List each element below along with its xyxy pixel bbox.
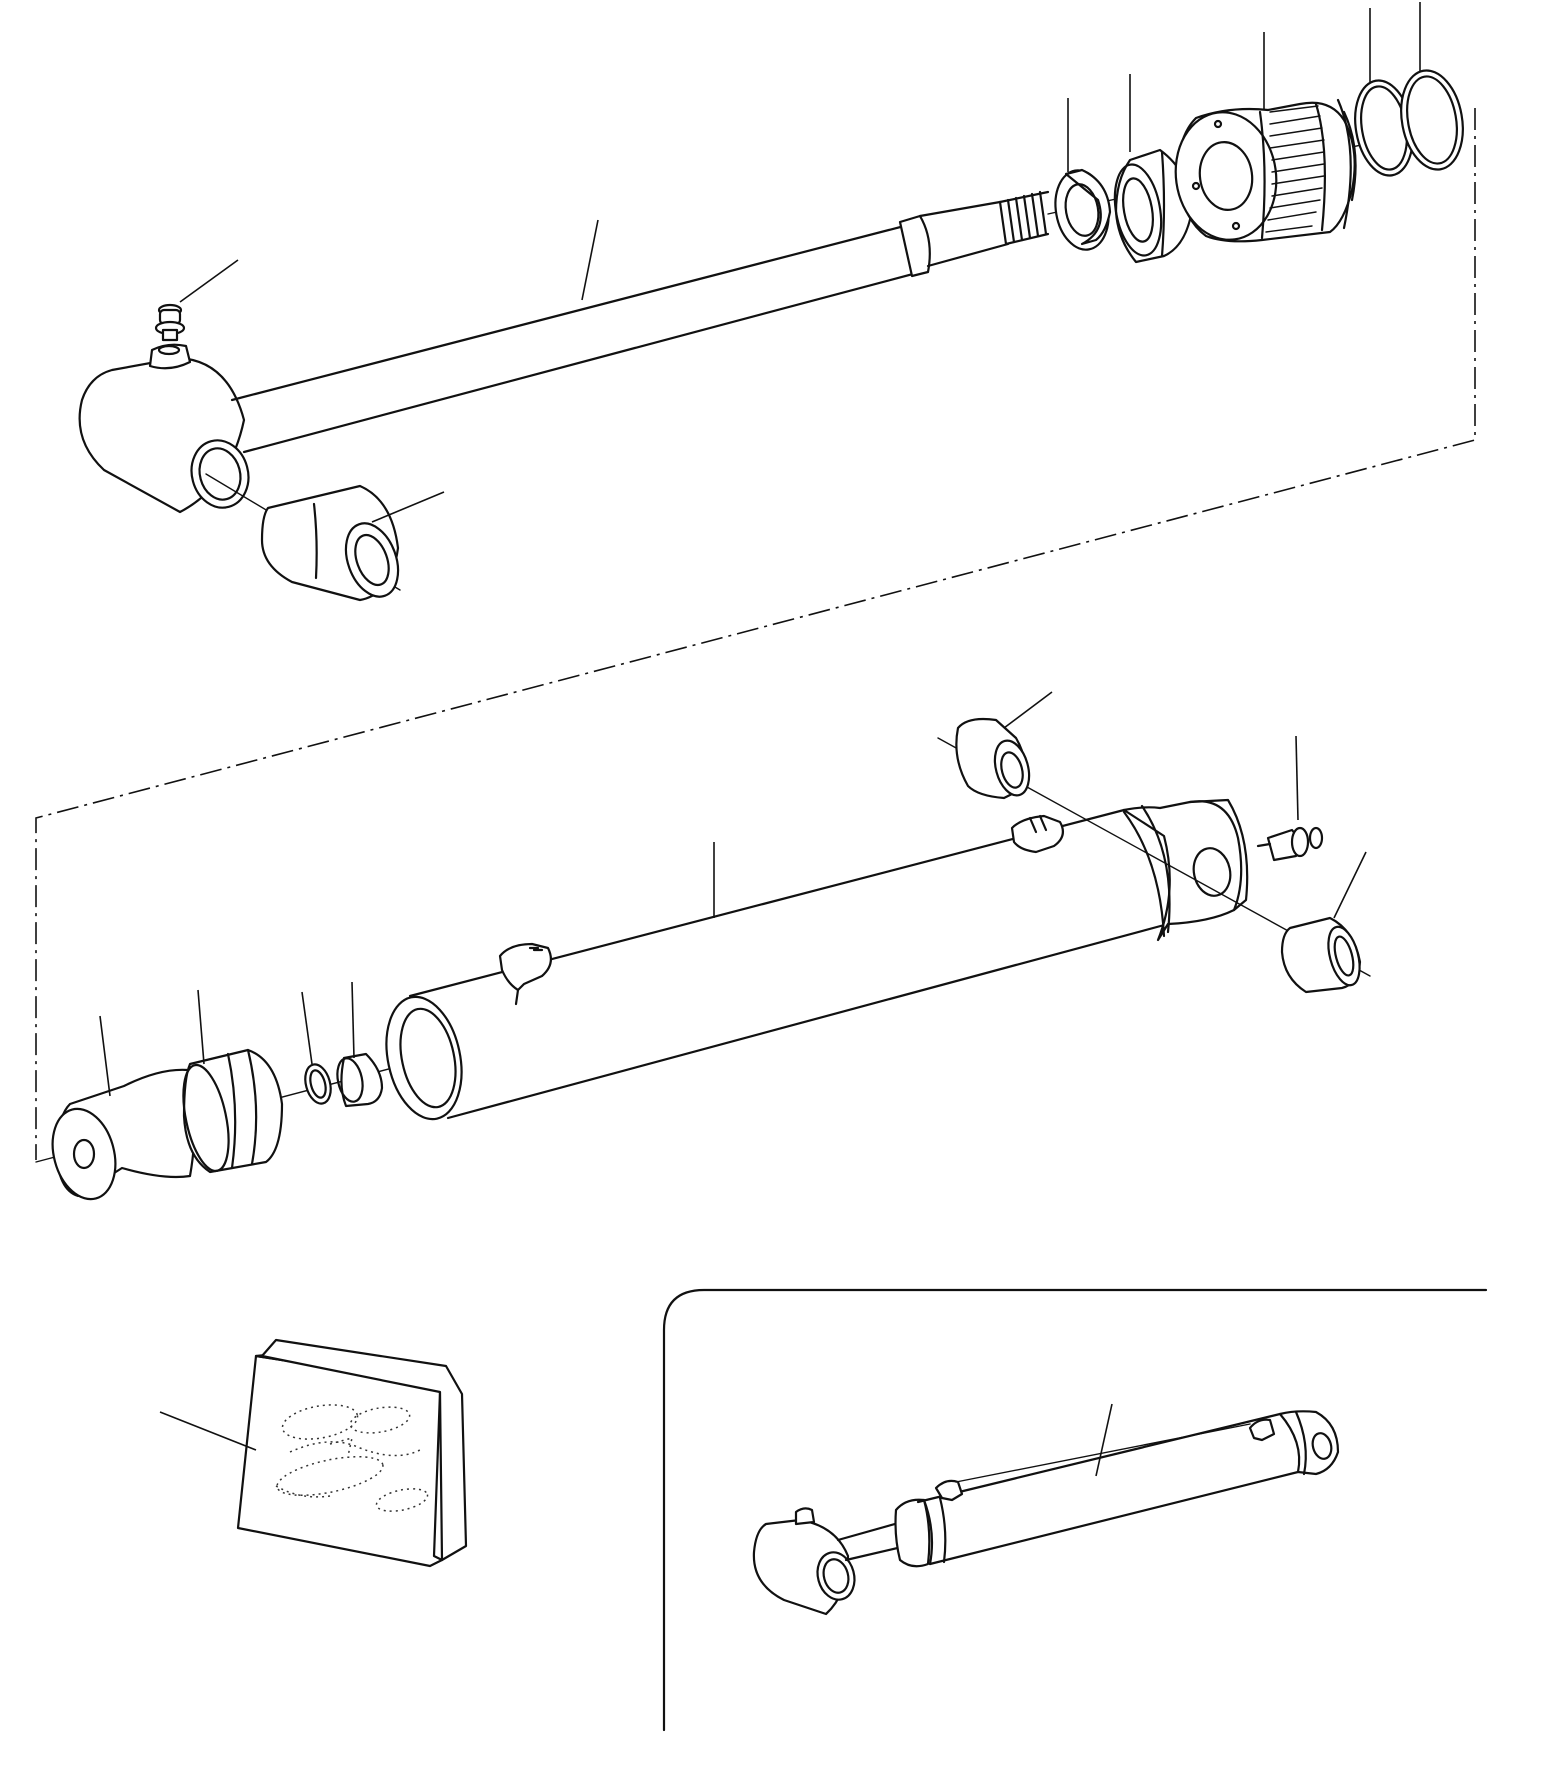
complete-cylinder-inset <box>662 1288 1488 1732</box>
head-thread <box>1258 105 1325 240</box>
piston-seal <box>182 989 284 1174</box>
grease-nipple-tube <box>1256 735 1324 862</box>
tube-bushing-b <box>1280 851 1367 994</box>
cylinder-tube <box>385 798 1249 1121</box>
cylinder-assembly-group <box>35 691 1371 1201</box>
grease-nipple-top <box>154 259 239 342</box>
rod-assembly-group <box>78 2 1464 602</box>
tube-bushing-a <box>955 691 1053 800</box>
tube-port-rear <box>1010 814 1065 854</box>
spacer <box>336 981 384 1108</box>
seal-kit-illustration <box>275 1404 429 1512</box>
assembly-frame <box>35 108 1476 1160</box>
piston <box>51 1015 196 1201</box>
rod-eye <box>78 343 250 514</box>
o-ring-b <box>1400 2 1464 171</box>
cylinder-head <box>1174 32 1357 243</box>
rod-eye-bushing <box>205 473 445 602</box>
rod-thread <box>998 190 1050 246</box>
seal-kit <box>159 1338 468 1568</box>
snap-ring <box>301 991 332 1105</box>
tube-port-front <box>498 942 553 1006</box>
piston-rod <box>230 190 1050 454</box>
spacer-ring <box>1054 98 1112 251</box>
assembled-cylinder <box>752 1403 1340 1616</box>
